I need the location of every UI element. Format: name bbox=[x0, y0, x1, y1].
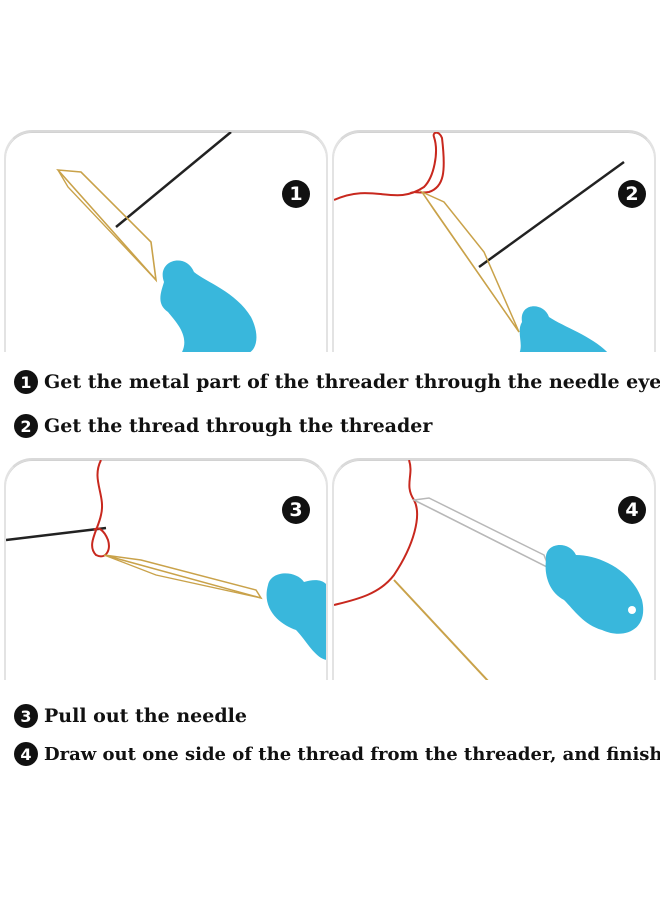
threader-wire bbox=[56, 169, 158, 283]
thread bbox=[334, 460, 418, 606]
step-text: Pull out the needle bbox=[44, 705, 247, 727]
threader-illustration-2 bbox=[334, 132, 625, 352]
threader-hole bbox=[628, 606, 636, 614]
step-2-caption: 2 Get the thread through the threader bbox=[14, 414, 432, 438]
needle bbox=[115, 132, 232, 228]
needle bbox=[6, 526, 107, 542]
step-3-photo: 3 bbox=[4, 458, 328, 680]
step-text: Draw out one side of the thread from the… bbox=[44, 743, 660, 765]
thread bbox=[334, 132, 445, 201]
step-1-photo: 1 bbox=[4, 130, 328, 352]
step-text: Get the thread through the threader bbox=[44, 415, 433, 437]
needle bbox=[393, 579, 489, 680]
threader-handle bbox=[545, 544, 644, 634]
threader-handle bbox=[160, 260, 257, 352]
threader-handle bbox=[266, 573, 326, 660]
step-1-caption: 1 Get the metal part of the threader thr… bbox=[14, 370, 660, 394]
step-number: 1 bbox=[14, 370, 38, 394]
step-2-photo: 2 bbox=[332, 130, 656, 352]
step-number: 4 bbox=[14, 742, 38, 766]
step-badge: 1 bbox=[282, 180, 310, 208]
step-badge: 3 bbox=[282, 496, 310, 524]
step-4-caption: 4 Draw out one side of the thread from t… bbox=[14, 742, 660, 766]
step-3-caption: 3 Pull out the needle bbox=[14, 704, 247, 728]
step-number: 3 bbox=[14, 704, 38, 728]
needle bbox=[478, 160, 625, 269]
threader-illustration-3 bbox=[6, 460, 326, 660]
threader-handle bbox=[519, 306, 607, 352]
step-badge: 4 bbox=[618, 496, 646, 524]
thread bbox=[91, 460, 110, 558]
threader-wire bbox=[103, 554, 263, 600]
threader-illustration-4 bbox=[334, 460, 644, 680]
step-text: Get the metal part of the threader throu… bbox=[44, 371, 660, 393]
step-4-photo: 4 bbox=[332, 458, 656, 680]
step-badge: 2 bbox=[618, 180, 646, 208]
step-number: 2 bbox=[14, 414, 38, 438]
threader-illustration-1 bbox=[56, 132, 257, 352]
